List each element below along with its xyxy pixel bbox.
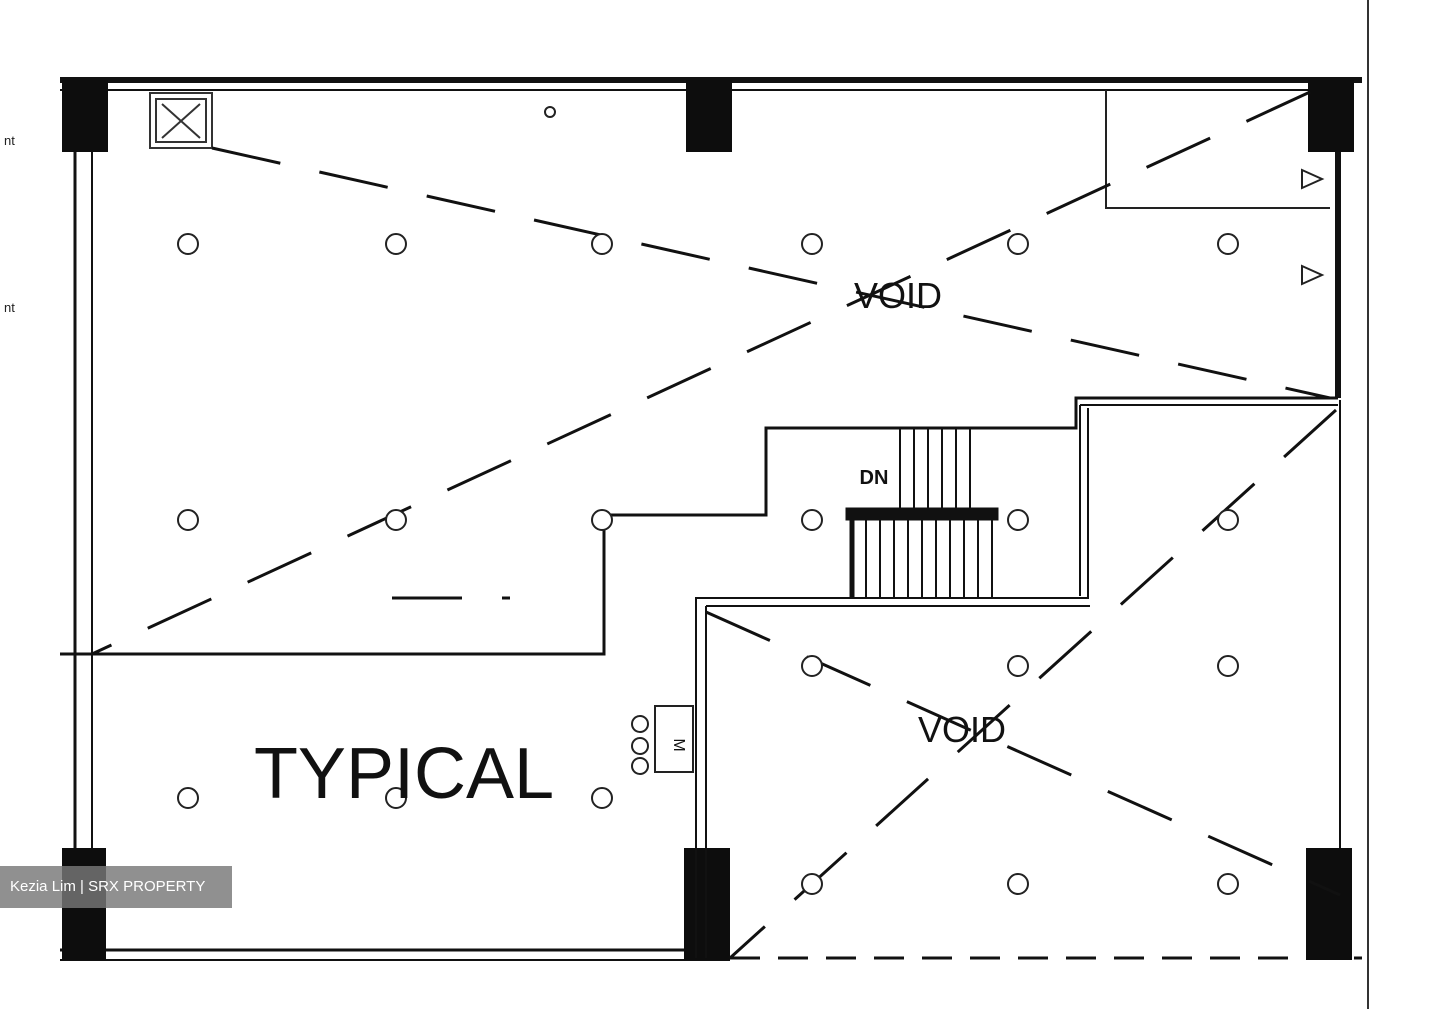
column	[62, 80, 108, 152]
light-point	[1007, 233, 1029, 255]
structural-columns	[62, 80, 1354, 960]
svg-text:M: M	[670, 738, 687, 751]
column	[686, 80, 732, 152]
light-point	[801, 655, 823, 677]
light-point	[1217, 233, 1239, 255]
edge-mark-top: nt	[4, 133, 15, 148]
light-points	[177, 106, 1239, 895]
light-point	[1217, 873, 1239, 895]
light-point	[801, 873, 823, 895]
watermark-banner: Kezia Lim | SRX PROPERTY	[0, 866, 232, 908]
light-point	[385, 233, 407, 255]
edge-mark-mid: nt	[4, 300, 15, 315]
stair-dn-label: DN	[860, 467, 889, 489]
light-point	[177, 787, 199, 809]
meter-box: M	[631, 705, 694, 775]
light-point	[385, 787, 407, 809]
staircase	[845, 428, 999, 598]
light-point	[1217, 655, 1239, 677]
void-label-lower: VOID	[918, 709, 1006, 750]
watermark-text: Kezia Lim | SRX PROPERTY	[10, 878, 206, 895]
typical-label: TYPICAL	[254, 734, 554, 814]
light-point	[1217, 509, 1239, 531]
light-point	[591, 509, 613, 531]
light-point	[385, 509, 407, 531]
light-point	[1007, 509, 1029, 531]
column	[1308, 80, 1354, 152]
light-point	[1007, 873, 1029, 895]
service-shaft	[149, 92, 213, 149]
void-label-upper: VOID	[854, 275, 942, 316]
light-point	[801, 509, 823, 531]
light-point	[801, 233, 823, 255]
light-point	[591, 233, 613, 255]
void-outline	[60, 396, 1338, 958]
light-point	[177, 233, 199, 255]
column	[1306, 848, 1352, 960]
light-point	[591, 787, 613, 809]
small-room	[1105, 90, 1330, 286]
void-diagonals	[91, 90, 1341, 960]
light-point	[544, 106, 556, 118]
light-point	[177, 509, 199, 531]
light-point	[1007, 655, 1029, 677]
outer-walls	[60, 77, 1362, 961]
